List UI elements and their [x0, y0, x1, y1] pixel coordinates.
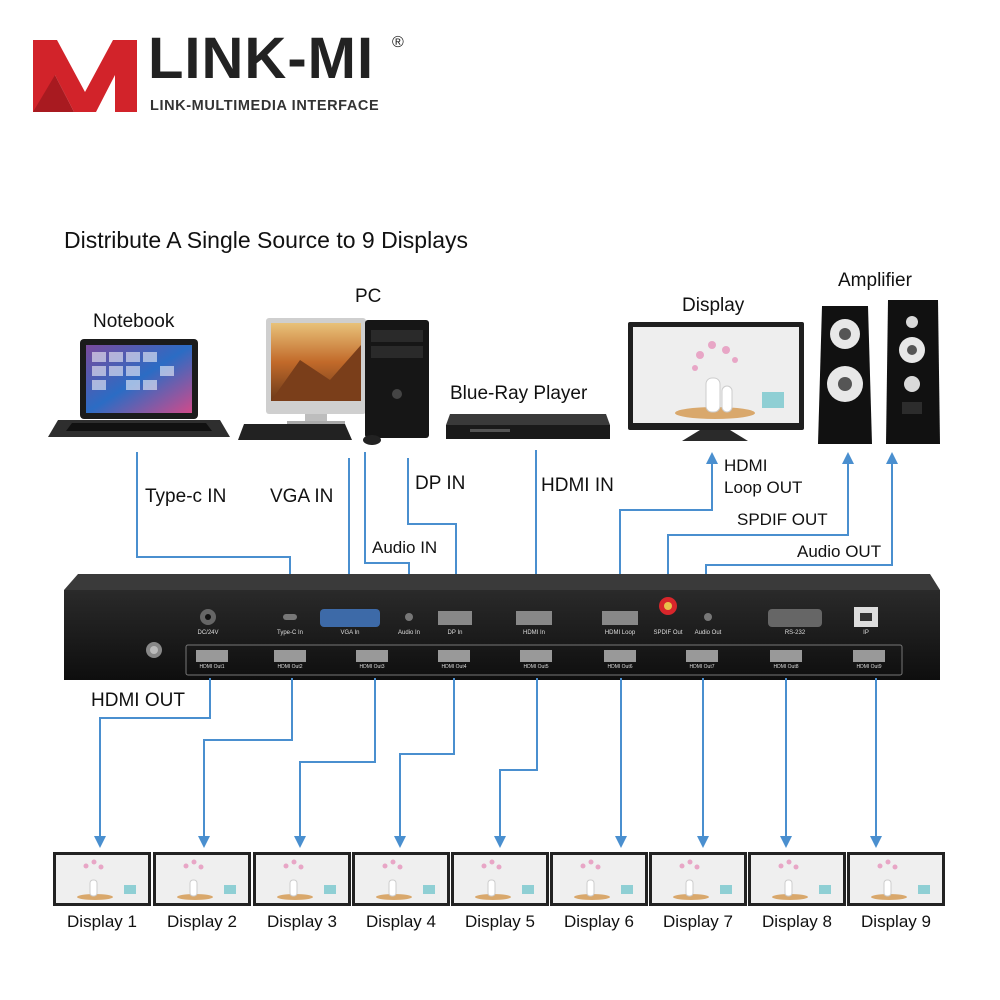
hdmi-output-ports — [196, 650, 885, 662]
port-label-rs232: RS-232 — [784, 630, 806, 636]
tv-display-icon — [628, 322, 804, 441]
hdmi-distributor-panel — [64, 574, 940, 680]
display-6-label: Display 6 — [564, 912, 634, 931]
port-label-typec: Type-C In — [276, 630, 303, 636]
hdmi-in-label: HDMI IN — [541, 475, 614, 496]
amplifier-label: Amplifier — [838, 270, 912, 291]
display-7-label: Display 7 — [663, 912, 733, 931]
hdmi-loop-label-1: HDMI — [724, 456, 768, 475]
port-label-ip: IP — [863, 630, 869, 636]
pc-label: PC — [355, 286, 382, 307]
port-label-dp: DP In — [447, 630, 463, 636]
display-5-label: Display 5 — [465, 912, 535, 931]
port-label-dc: DC/24V — [197, 630, 219, 636]
dp-in-label: DP IN — [415, 473, 466, 494]
display-label: Display — [682, 295, 745, 316]
display-3-label: Display 3 — [267, 912, 337, 931]
out-label-1: HDMI Out1 — [199, 664, 225, 670]
port-label-hdmi-in: HDMI In — [522, 630, 545, 636]
bluray-label: Blue-Ray Player — [450, 383, 588, 404]
headline: Distribute A Single Source to 9 Displays — [64, 227, 468, 253]
out-label-7: HDMI Out7 — [689, 664, 715, 670]
hdmi-out-label: HDMI OUT — [91, 690, 185, 711]
laptop-icon — [48, 339, 230, 437]
spdif-out-label: SPDIF OUT — [737, 510, 828, 529]
display-2-label: Display 2 — [167, 912, 237, 931]
audio-in-label: Audio IN — [372, 538, 438, 557]
registered-mark: ® — [392, 34, 404, 51]
out-label-2: HDMI Out2 — [277, 664, 303, 670]
hdmi-loop-label-2: Loop OUT — [724, 478, 803, 497]
out-label-9: HDMI Out9 — [856, 664, 882, 670]
display-4-label: Display 4 — [366, 912, 436, 931]
vga-in-label: VGA IN — [270, 486, 334, 507]
out-label-5: HDMI Out5 — [523, 664, 549, 670]
out-label-4: HDMI Out4 — [441, 664, 467, 670]
port-label-audio-out: Audio Out — [694, 630, 722, 636]
port-label-vga: VGA In — [340, 630, 360, 636]
out-label-6: HDMI Out6 — [607, 664, 633, 670]
audio-out-label: Audio OUT — [797, 542, 882, 561]
port-label-audio-in: Audio In — [397, 630, 421, 636]
speaker-icon — [818, 300, 940, 444]
display-thumbnails — [53, 852, 945, 906]
brand-tagline: LINK-MULTIMEDIA INTERFACE — [150, 98, 380, 114]
typec-in-label: Type-c IN — [145, 486, 227, 507]
out-label-8: HDMI Out8 — [773, 664, 799, 670]
out-label-3: HDMI Out3 — [359, 664, 385, 670]
desktop-pc-icon — [238, 318, 429, 445]
port-label-spdif: SPDIF Out — [653, 630, 683, 636]
display-8-label: Display 8 — [762, 912, 832, 931]
display-9-label: Display 9 — [861, 912, 931, 931]
brand-name: LINK-MI — [148, 26, 375, 91]
notebook-label: Notebook — [93, 311, 175, 332]
display-1-label: Display 1 — [67, 912, 137, 931]
port-label-hdmi-loop: HDMI Loop — [604, 630, 636, 636]
bluray-player-icon — [446, 414, 610, 439]
